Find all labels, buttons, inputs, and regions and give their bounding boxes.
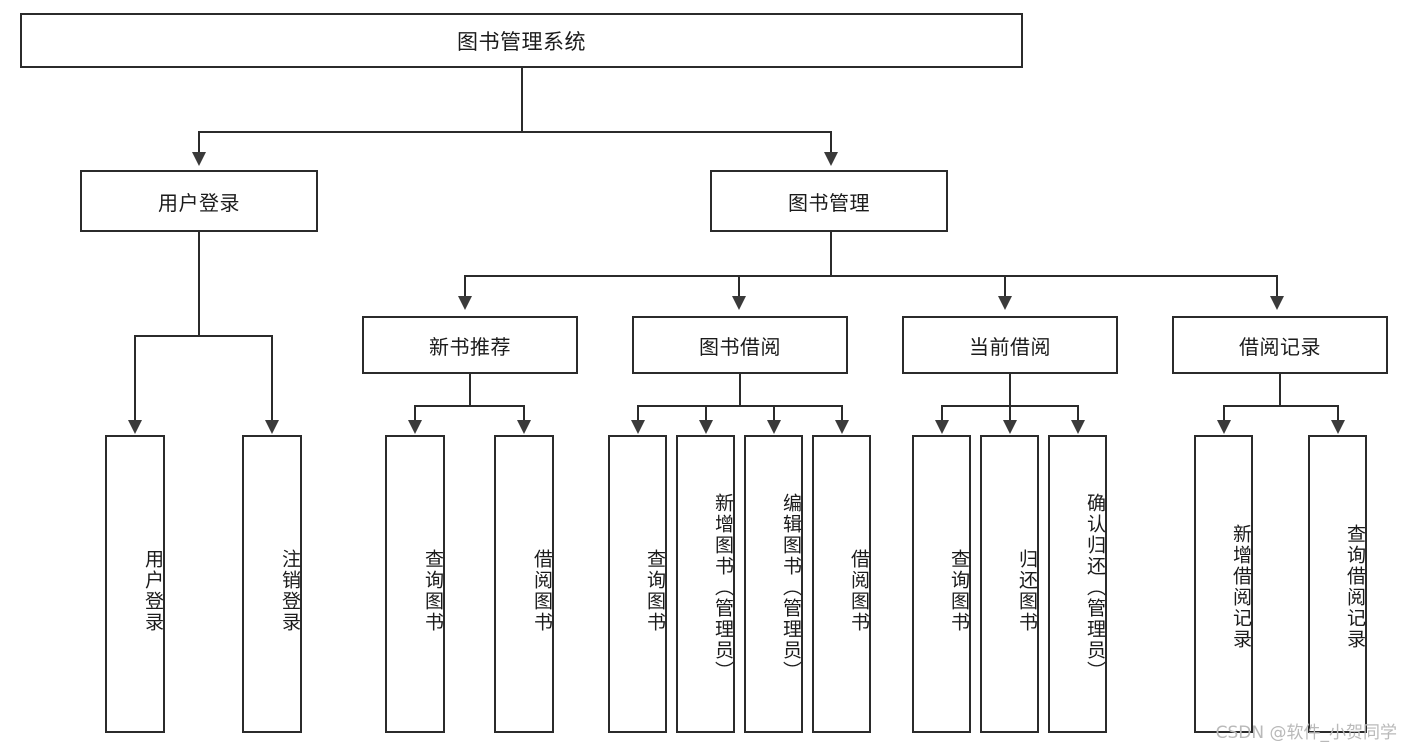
arrow-new-book-to-leaf-2 (517, 420, 531, 434)
leaf-user-login[interactable]: 用户登录 (105, 435, 165, 733)
connector-borrow-record-stem (1279, 374, 1281, 406)
connector-root-to-user-login (198, 131, 200, 153)
arrow-book-manage-to-current-borrow (998, 296, 1012, 310)
node-label: 借阅图书 (531, 549, 553, 633)
node-label: 用户登录 (142, 549, 164, 633)
csdn-watermark: CSDN @软件_小贺同学 (1215, 723, 1397, 743)
leaf-add-book-admin[interactable]: 新增图书（管理员） (676, 435, 735, 733)
connector-book-manage-stem (830, 232, 832, 276)
node-label: 查询图书 (948, 549, 970, 633)
leaf-return-book[interactable]: 归还图书 (980, 435, 1039, 733)
connector-new-book-bus (414, 405, 524, 407)
node-root-book-management-system[interactable]: 图书管理系统 (20, 13, 1023, 68)
node-label: 新增借阅记录 (1230, 524, 1252, 650)
node-borrow-record[interactable]: 借阅记录 (1172, 316, 1388, 374)
connector-book-manage-to-current-borrow (1004, 275, 1006, 297)
leaf-confirm-return-admin[interactable]: 确认归还（管理员） (1048, 435, 1107, 733)
arrow-book-borrow-to-leaf-4 (835, 420, 849, 434)
connector-book-borrow-stem (739, 374, 741, 406)
node-current-borrow[interactable]: 当前借阅 (902, 316, 1118, 374)
connector-book-borrow-bus (637, 405, 842, 407)
node-label: 图书管理系统 (457, 29, 586, 54)
connector-current-borrow-to-leaf-1 (941, 405, 943, 421)
node-label: 查询图书 (644, 549, 666, 633)
arrow-borrow-record-to-leaf-2 (1331, 420, 1345, 434)
node-label: 查询图书 (422, 549, 444, 633)
connector-borrow-record-to-leaf-1 (1223, 405, 1225, 421)
node-label: 确认归还（管理员） (1084, 492, 1106, 682)
connector-book-manage-bus (464, 275, 1277, 277)
connector-book-borrow-to-leaf-2 (705, 405, 707, 421)
connector-root-bus (198, 131, 831, 133)
connector-book-borrow-to-leaf-3 (773, 405, 775, 421)
leaf-query-book-recommend[interactable]: 查询图书 (385, 435, 445, 733)
node-label: 图书管理 (788, 190, 870, 215)
connector-new-book-to-leaf-2 (523, 405, 525, 421)
connector-current-borrow-to-leaf-2 (1009, 405, 1011, 421)
node-book-management[interactable]: 图书管理 (710, 170, 948, 232)
arrow-current-borrow-to-leaf-2 (1003, 420, 1017, 434)
connector-book-manage-to-book-borrow (738, 275, 740, 297)
arrow-book-manage-to-book-borrow (732, 296, 746, 310)
arrow-root-to-user-login (192, 152, 206, 166)
node-label: 新书推荐 (429, 334, 511, 359)
arrow-current-borrow-to-leaf-1 (935, 420, 949, 434)
arrow-root-to-book-manage (824, 152, 838, 166)
node-label: 用户登录 (158, 190, 240, 215)
arrow-new-book-to-leaf-1 (408, 420, 422, 434)
arrow-user-login-to-leaf-2 (265, 420, 279, 434)
node-label: 借阅图书 (848, 549, 870, 633)
leaf-query-book-borrow[interactable]: 查询图书 (608, 435, 667, 733)
connector-borrow-record-bus (1223, 405, 1338, 407)
connector-root-stem (521, 68, 523, 132)
leaf-query-book-current[interactable]: 查询图书 (912, 435, 971, 733)
leaf-logout-login[interactable]: 注销登录 (242, 435, 302, 733)
node-label: 归还图书 (1016, 549, 1038, 633)
arrow-borrow-record-to-leaf-1 (1217, 420, 1231, 434)
connector-user-login-to-leaf-2 (271, 335, 273, 421)
leaf-query-borrow-record[interactable]: 查询借阅记录 (1308, 435, 1367, 733)
arrow-book-manage-to-borrow-record (1270, 296, 1284, 310)
connector-book-manage-to-borrow-record (1276, 275, 1278, 297)
leaf-borrow-book[interactable]: 借阅图书 (812, 435, 871, 733)
arrow-book-borrow-to-leaf-2 (699, 420, 713, 434)
connector-current-borrow-stem (1009, 374, 1011, 406)
connector-root-to-book-manage (830, 131, 832, 153)
connector-user-login-bus (134, 335, 272, 337)
leaf-borrow-book-recommend[interactable]: 借阅图书 (494, 435, 554, 733)
arrow-user-login-to-leaf-1 (128, 420, 142, 434)
node-label: 注销登录 (279, 549, 301, 633)
connector-new-book-stem (469, 374, 471, 406)
connector-book-borrow-to-leaf-4 (841, 405, 843, 421)
connector-book-manage-to-new-book (464, 275, 466, 297)
node-label: 新增图书（管理员） (712, 492, 734, 682)
node-book-borrow[interactable]: 图书借阅 (632, 316, 848, 374)
node-label: 编辑图书（管理员） (780, 492, 802, 682)
connector-current-borrow-to-leaf-3 (1077, 405, 1079, 421)
connector-borrow-record-to-leaf-2 (1337, 405, 1339, 421)
node-label: 借阅记录 (1239, 334, 1321, 359)
leaf-add-borrow-record[interactable]: 新增借阅记录 (1194, 435, 1253, 733)
arrow-book-manage-to-new-book (458, 296, 472, 310)
connector-user-login-stem (198, 232, 200, 336)
arrow-book-borrow-to-leaf-3 (767, 420, 781, 434)
leaf-edit-book-admin[interactable]: 编辑图书（管理员） (744, 435, 803, 733)
node-user-login[interactable]: 用户登录 (80, 170, 318, 232)
connector-book-borrow-to-leaf-1 (637, 405, 639, 421)
arrow-book-borrow-to-leaf-1 (631, 420, 645, 434)
connector-new-book-to-leaf-1 (414, 405, 416, 421)
node-label: 查询借阅记录 (1344, 524, 1366, 650)
node-new-book-recommend[interactable]: 新书推荐 (362, 316, 578, 374)
node-label: 图书借阅 (699, 334, 781, 359)
node-label: 当前借阅 (969, 334, 1051, 359)
connector-user-login-to-leaf-1 (134, 335, 136, 421)
arrow-current-borrow-to-leaf-3 (1071, 420, 1085, 434)
